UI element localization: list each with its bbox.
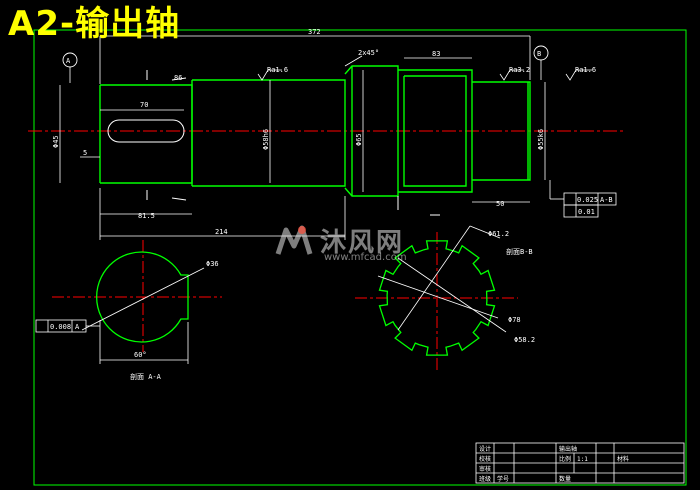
tol-2-value: 0.01	[578, 208, 595, 216]
section-bb-d2: Φ78	[508, 316, 521, 324]
tb-quantity: 数量	[559, 475, 571, 483]
tb-review: 审核	[479, 465, 491, 473]
section-bb-d1: Φ61.2	[488, 230, 509, 238]
dim-bore-diameter: Φ65	[355, 133, 363, 146]
tol-left-value: 0.008	[50, 323, 71, 331]
keyway-slot	[107, 119, 185, 143]
section-bb	[355, 225, 518, 370]
datum-a-label: A	[66, 57, 71, 65]
tolerance-frames	[35, 180, 617, 333]
tb-part-name: 输出轴	[559, 445, 577, 453]
datum-a	[62, 52, 78, 83]
tol-1-ref: A-B	[600, 196, 613, 204]
watermark: 沐风网 www.mfcad.com	[272, 222, 442, 266]
title-block	[475, 442, 685, 484]
dim-overall-length: 372	[308, 28, 321, 36]
section-bb-d3: Φ58.2	[514, 336, 535, 344]
dim-chamfer: 2x45°	[358, 49, 379, 57]
dim-bearing-length: 83	[432, 50, 440, 58]
section-marks	[146, 70, 440, 216]
datum-b	[533, 45, 549, 80]
tb-material: 材料	[617, 455, 629, 463]
section-aa-angle: 60°	[134, 351, 147, 359]
section-bb-label: 剖面B-B	[506, 247, 533, 256]
tb-check: 校核	[479, 455, 491, 463]
watermark-logo-icon	[275, 225, 313, 255]
tol-1-value: 0.025	[577, 196, 598, 204]
dim-left-offset: 86	[174, 74, 182, 82]
roughness-1: Ra1.6	[267, 66, 288, 74]
tb-student-id: 学号	[497, 475, 509, 483]
tb-design: 设计	[479, 445, 491, 453]
tb-scale: 1:1	[577, 456, 588, 463]
tb-scale-label: 比例	[559, 455, 571, 463]
dim-right-diameter: Φ55k6	[537, 129, 545, 150]
dim-keyway-length: 70	[140, 101, 148, 109]
tol-left-ref: A	[75, 323, 80, 331]
watermark-text: 沐风网	[320, 228, 405, 258]
section-aa-diameter: Φ36	[206, 260, 219, 268]
roughness-symbols	[257, 69, 592, 81]
dim-key-position: 81.5	[138, 212, 155, 220]
tb-class: 班级	[479, 475, 491, 483]
roughness-2: Ra3.2	[509, 66, 530, 74]
dim-mid-diameter: Φ58h6	[262, 129, 270, 150]
drawing-title: A2-输出轴	[8, 4, 181, 44]
dim-left-diameter: Φ45	[52, 135, 60, 148]
dim-keyway-offset: 5	[83, 149, 87, 157]
dim-right-segment: 50	[496, 200, 504, 208]
section-aa-label: 剖面 A-A	[130, 372, 162, 381]
section-aa	[52, 240, 222, 364]
watermark-url: www.mfcad.com	[324, 252, 407, 263]
shaft-outline	[99, 65, 531, 197]
dim-shoulder-position: 214	[215, 228, 228, 236]
datum-b-label: B	[537, 50, 541, 58]
roughness-3: Ra1.6	[575, 66, 596, 74]
drawing-frame	[33, 29, 687, 486]
